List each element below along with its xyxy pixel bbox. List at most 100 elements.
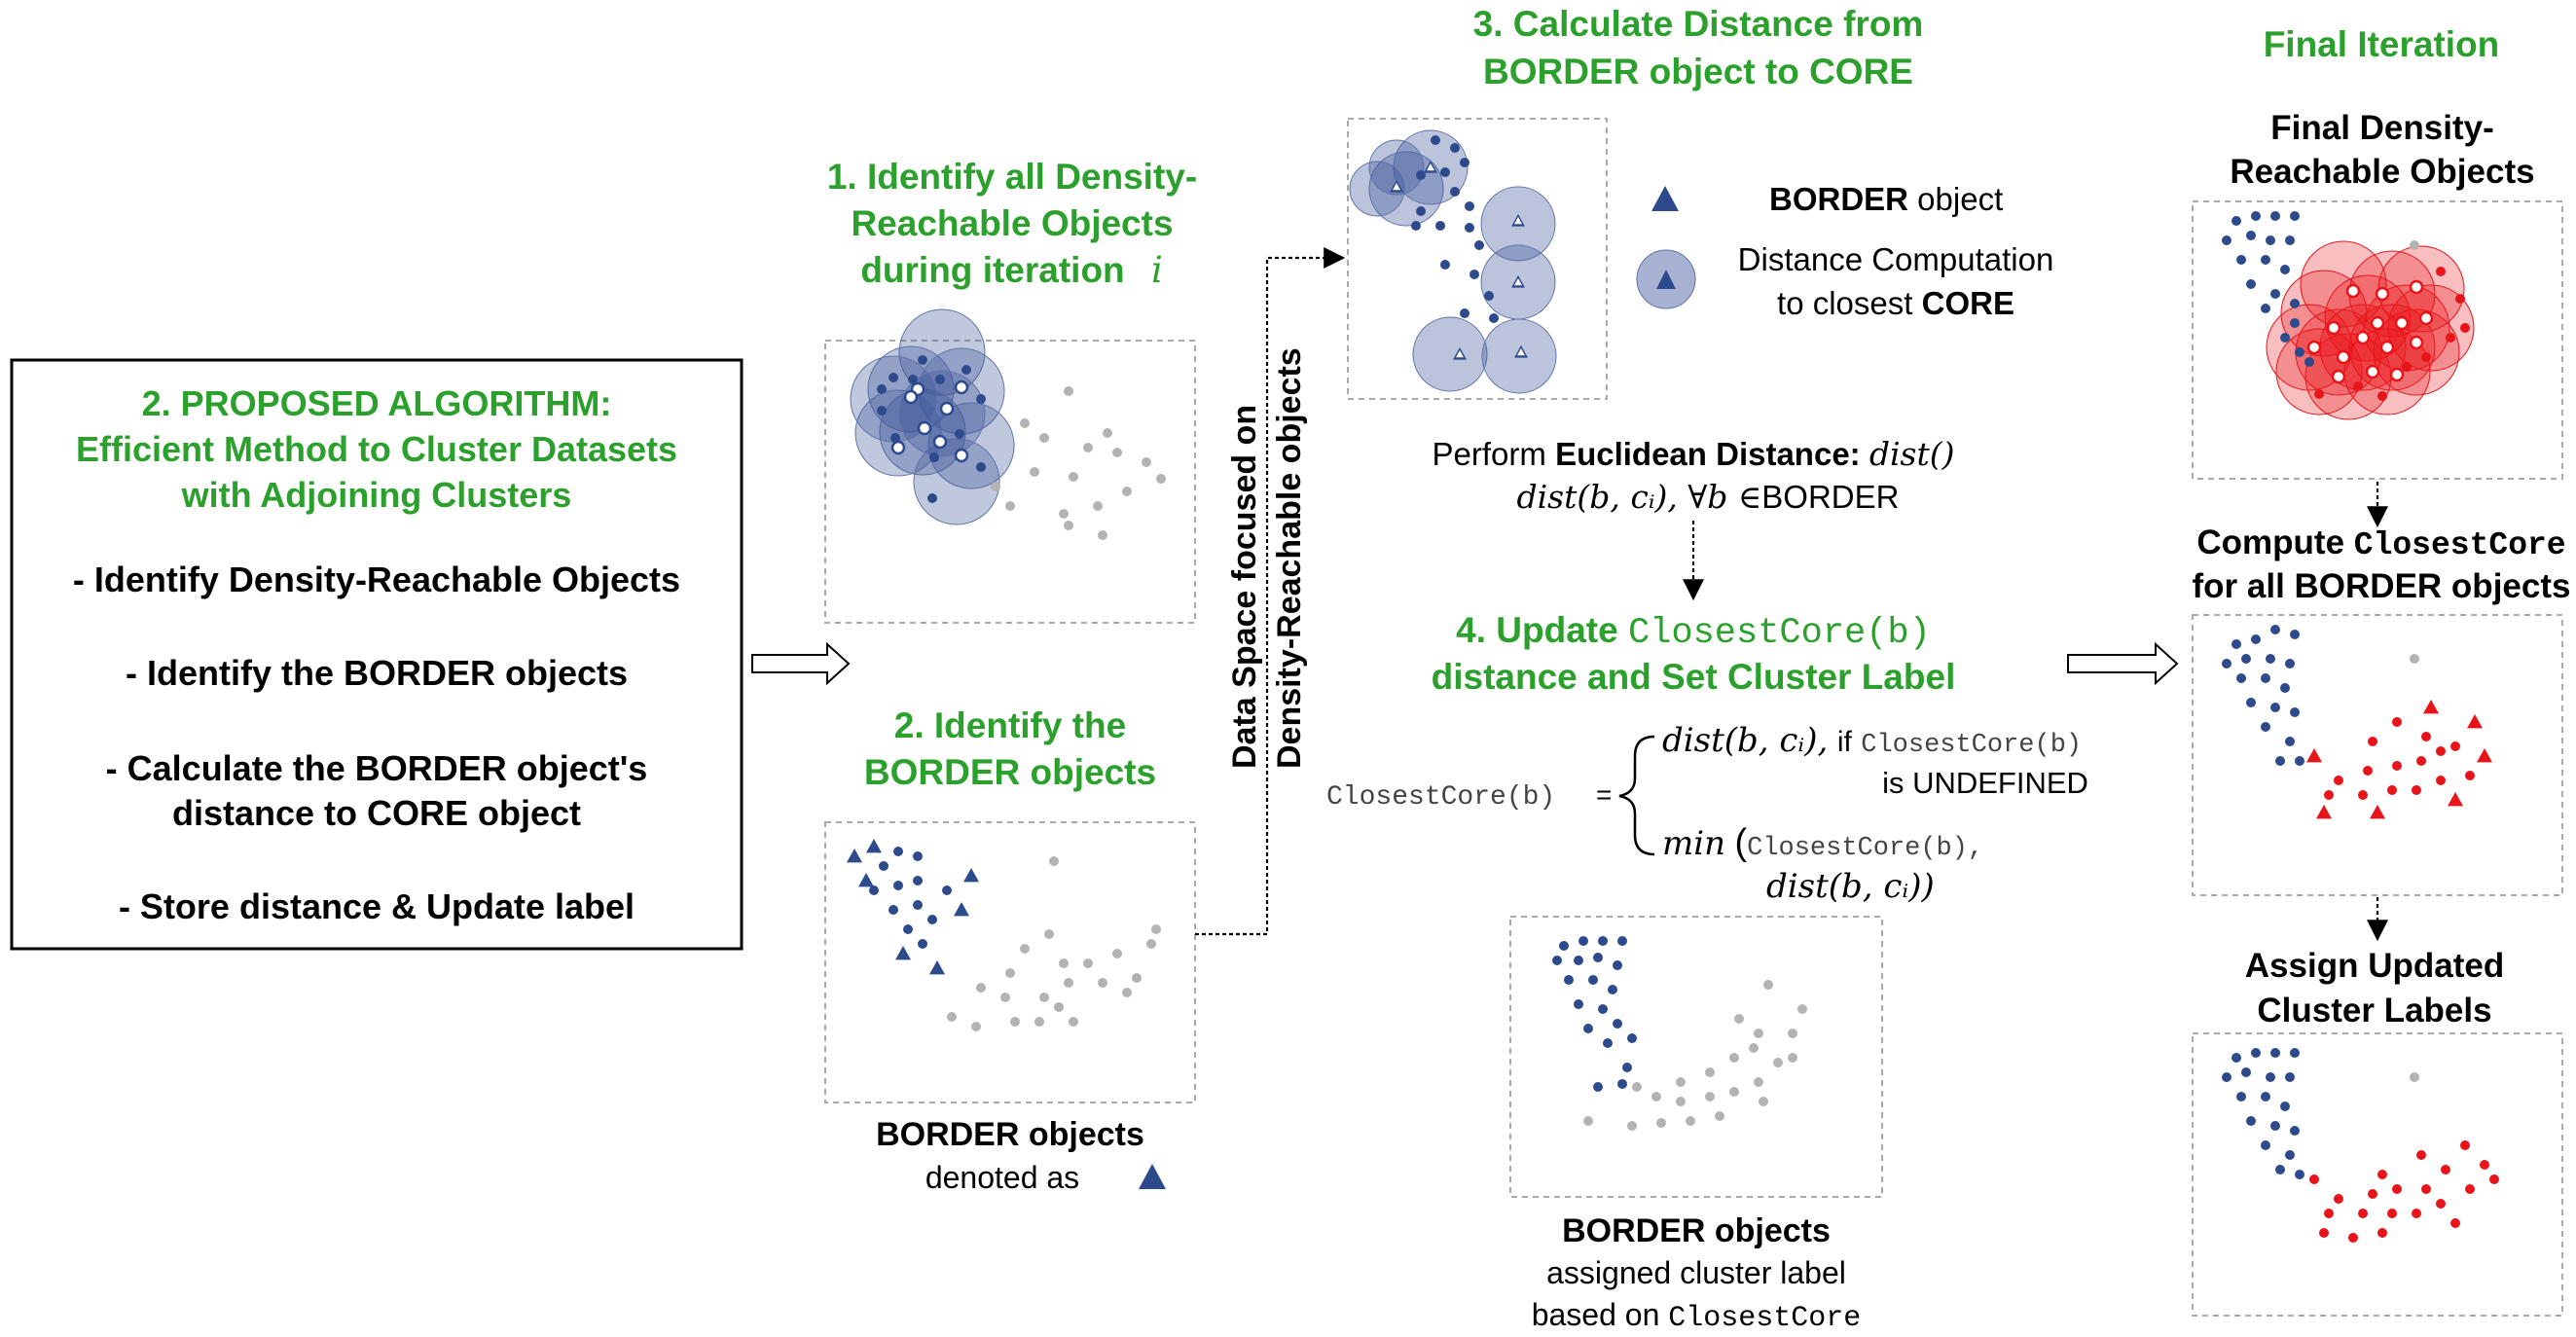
density-circle (2300, 240, 2387, 328)
data-point (1098, 978, 1107, 988)
data-point (2290, 630, 2300, 639)
data-point (2441, 1165, 2450, 1174)
data-point (869, 885, 879, 895)
data-point (877, 384, 887, 394)
step-4-caption: BORDER objects (1562, 1212, 1831, 1249)
data-point (2222, 235, 2231, 245)
connector-to-step-3 (1195, 247, 1346, 936)
data-point (1034, 1017, 1044, 1027)
data-point (2436, 746, 2446, 756)
data-point (1574, 956, 1583, 965)
data-point (1039, 993, 1049, 1002)
data-point (929, 452, 939, 462)
data-point (2416, 756, 2426, 766)
data-point (2285, 659, 2295, 668)
hollow-arrow-2 (2067, 641, 2179, 686)
density-circle (1368, 151, 1444, 227)
data-point (1593, 953, 1603, 962)
data-point (2285, 1072, 2295, 1082)
hollow-arrow-1 (751, 641, 851, 686)
svg-text:i: i (1151, 249, 1163, 291)
data-point (1613, 1019, 1622, 1029)
data-point (2489, 1174, 2499, 1184)
svg-text:Cluster Labels: Cluster Labels (2257, 992, 2491, 1030)
data-point (2280, 1102, 2290, 1111)
data-point (2402, 362, 2412, 372)
panel-step-4 (1509, 916, 1883, 1198)
panel-step-2 (824, 821, 1196, 1103)
data-point (2270, 1121, 2280, 1131)
data-point (2251, 634, 2261, 644)
svg-text:assigned cluster label: assigned cluster label (1546, 1255, 1846, 1290)
data-point (1460, 308, 1469, 318)
step-3-heading: 3. Calculate Distance from BORDER object… (1473, 4, 1924, 91)
data-point (2416, 1150, 2426, 1160)
data-point (1049, 856, 1059, 866)
data-point (2241, 1067, 2251, 1077)
data-point (2246, 1116, 2256, 1126)
step-3-legend: BORDER object Distance Computation to cl… (1636, 181, 2053, 321)
svg-text:ClosestCore(b): ClosestCore(b) (1326, 782, 1555, 813)
data-point (2465, 771, 2475, 780)
data-point (935, 375, 945, 384)
border-point (1393, 183, 1400, 191)
data-point (1450, 143, 1460, 153)
data-point (2450, 1218, 2460, 1228)
data-point (2236, 255, 2246, 265)
border-point (954, 902, 969, 917)
data-point (2334, 776, 2343, 785)
data-point (2358, 1209, 2368, 1218)
algorithm-subtitle: Efficient Method to Cluster Datasets (76, 429, 677, 469)
data-point (2324, 790, 2334, 800)
data-point (2387, 1209, 2397, 1218)
data-point (2368, 737, 2377, 746)
border-point (2316, 805, 2332, 819)
data-point (2387, 785, 2397, 795)
svg-text:BORDER object to CORE: BORDER object to CORE (1483, 52, 1913, 91)
data-point (976, 983, 986, 993)
data-point (1450, 187, 1460, 197)
data-point (2275, 1165, 2285, 1174)
data-point (1754, 1029, 1763, 1038)
core-point (2409, 335, 2424, 350)
core-point (2394, 315, 2410, 331)
svg-text:=: = (1596, 779, 1612, 810)
data-point (1729, 1087, 1739, 1097)
data-point (1440, 167, 1450, 177)
data-point (2421, 1184, 2431, 1194)
data-point (927, 915, 937, 924)
density-circle (1349, 161, 1405, 217)
data-point (1656, 1118, 1666, 1128)
data-point (1598, 936, 1608, 946)
data-point (1686, 1116, 1695, 1126)
data-point (1460, 158, 1469, 167)
data-point (2290, 318, 2300, 328)
panel-step-3 (1347, 118, 1608, 400)
svg-text:BORDER objects: BORDER objects (864, 752, 1156, 792)
svg-text:is UNDEFINED: is UNDEFINED (1882, 766, 2088, 800)
data-point (890, 433, 900, 443)
data-point (903, 924, 913, 934)
svg-text:1. Identify all Density-: 1. Identify all Density- (827, 157, 1197, 197)
data-point (1020, 944, 1030, 954)
data-point (1613, 960, 1622, 970)
data-point (1151, 924, 1161, 934)
svg-text:2. Identify the: 2. Identify the (894, 705, 1126, 745)
data-point (2280, 683, 2290, 693)
data-point (1098, 530, 1107, 540)
svg-text:based on ClosestCore: based on ClosestCore (1532, 1297, 1862, 1335)
data-point (2377, 1170, 2387, 1179)
data-point (1440, 260, 1450, 270)
data-point (1054, 1002, 1064, 1012)
svg-text:Assign Updated: Assign Updated (2245, 947, 2504, 985)
svg-text:min (ClosestCore(b),: min (ClosestCore(b), (1662, 822, 1983, 863)
data-point (889, 905, 898, 915)
data-point (877, 406, 887, 416)
data-point (913, 900, 923, 910)
data-point (2334, 1194, 2343, 1204)
noise-point (2410, 1072, 2419, 1082)
data-point (2324, 1209, 2334, 1218)
svg-text:to closest CORE: to closest CORE (1777, 285, 2014, 321)
data-point (2251, 211, 2261, 221)
border-legend-icon (1651, 186, 1679, 211)
